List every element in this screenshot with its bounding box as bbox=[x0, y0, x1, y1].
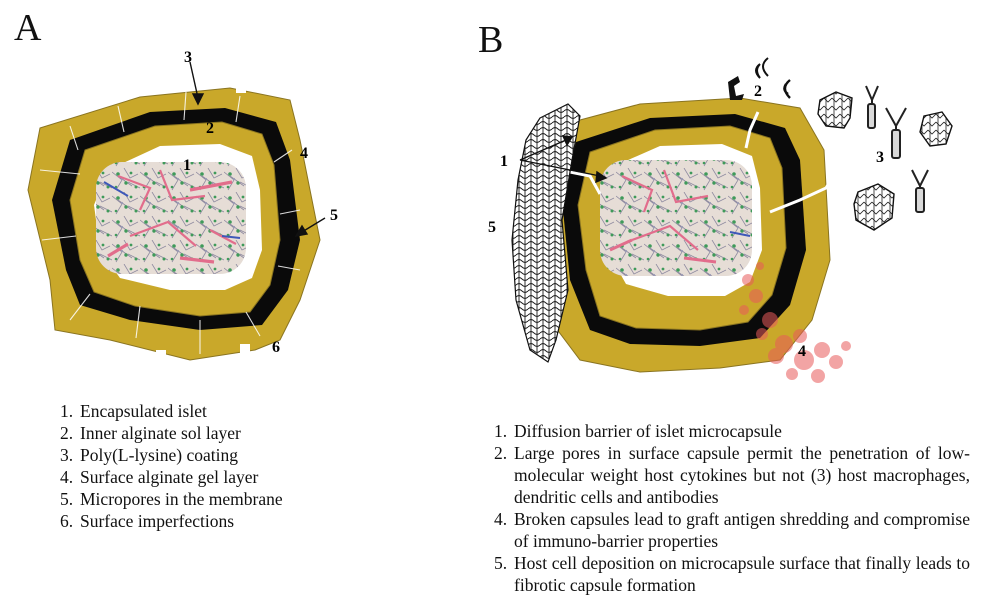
legend-text: Inner alginate sol layer bbox=[80, 422, 390, 444]
callout-a-4: 4 bbox=[300, 145, 308, 162]
panel-letter-b: B bbox=[478, 18, 503, 62]
encapsulated-islet bbox=[96, 162, 246, 274]
legend-item: 3.Poly(L-lysine) coating bbox=[60, 444, 390, 466]
panel-b-diagram: 1 2 3 4 5 bbox=[488, 58, 952, 383]
host-macrophages bbox=[818, 92, 952, 230]
callout-b-3: 3 bbox=[876, 149, 884, 166]
panel-letter-a: A bbox=[14, 6, 41, 50]
legend-item: 1.Diffusion barrier of islet microcapsul… bbox=[494, 420, 970, 442]
legend-text: Surface imperfections bbox=[80, 510, 390, 532]
legend-number: 5. bbox=[60, 488, 80, 510]
callout-a-5: 5 bbox=[330, 207, 338, 224]
legend-number: 2. bbox=[494, 442, 514, 464]
legend-item: 6.Surface imperfections bbox=[60, 510, 390, 532]
legend-item: 5.Host cell deposition on microcapsule s… bbox=[494, 552, 970, 596]
legend-text: Diffusion barrier of islet microcapsule bbox=[514, 420, 970, 442]
legend-number: 1. bbox=[60, 400, 80, 422]
legend-item: 2.Large pores in surface capsule permit … bbox=[494, 442, 970, 508]
legend-text: Host cell deposition on microcapsule sur… bbox=[514, 552, 970, 596]
legend-text: Large pores in surface capsule permit th… bbox=[514, 442, 970, 508]
legend-number: 3. bbox=[60, 444, 80, 466]
callout-b-1: 1 bbox=[500, 153, 508, 170]
callout-a-3: 3 bbox=[184, 49, 192, 66]
legend-item: 4.Broken capsules lead to graft antigen … bbox=[494, 508, 970, 552]
callout-b-2: 2 bbox=[754, 83, 762, 100]
legend-text: Micropores in the membrane bbox=[80, 488, 390, 510]
legend-text: Poly(L-lysine) coating bbox=[80, 444, 390, 466]
legend-number: 4. bbox=[494, 508, 514, 530]
callout-a-6: 6 bbox=[272, 339, 280, 356]
legend-number: 1. bbox=[494, 420, 514, 442]
callout-a-2: 2 bbox=[206, 120, 214, 137]
legend-panel-a: 1.Encapsulated islet 2.Inner alginate so… bbox=[60, 400, 390, 532]
callout-a-1: 1 bbox=[183, 157, 191, 174]
legend-number: 6. bbox=[60, 510, 80, 532]
encapsulated-islet-b bbox=[600, 160, 752, 276]
panel-a-diagram: 1 2 3 4 5 6 bbox=[28, 49, 338, 360]
legend-item: 1.Encapsulated islet bbox=[60, 400, 390, 422]
callout-b-5: 5 bbox=[488, 219, 496, 236]
legend-item: 2.Inner alginate sol layer bbox=[60, 422, 390, 444]
legend-panel-b: 1.Diffusion barrier of islet microcapsul… bbox=[494, 420, 970, 596]
legend-item: 5.Micropores in the membrane bbox=[60, 488, 390, 510]
legend-text: Surface alginate gel layer bbox=[80, 466, 390, 488]
legend-number: 4. bbox=[60, 466, 80, 488]
callout-b-4: 4 bbox=[798, 343, 806, 360]
legend-text: Encapsulated islet bbox=[80, 400, 390, 422]
legend-number: 2. bbox=[60, 422, 80, 444]
legend-item: 4.Surface alginate gel layer bbox=[60, 466, 390, 488]
legend-text: Broken capsules lead to graft antigen sh… bbox=[514, 508, 970, 552]
legend-number: 5. bbox=[494, 552, 514, 574]
